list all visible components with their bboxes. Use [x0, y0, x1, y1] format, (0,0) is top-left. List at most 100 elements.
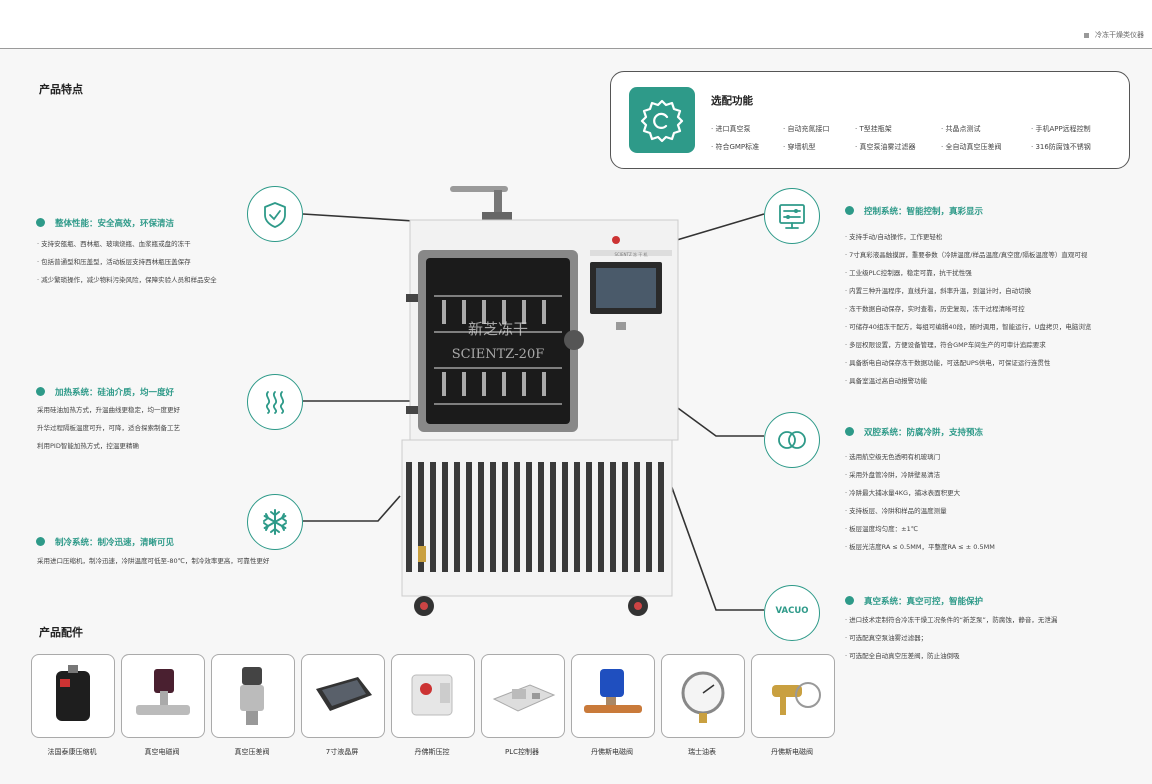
feature-line: · 支持安瓿瓶、西林瓶、玻璃烧瓶、血浆瓶或盘的冻干 — [37, 240, 191, 248]
feature-line: · 多层权限设置，方便设备管理，符合GMP车间生产的可审计追踪要求 — [845, 341, 1046, 349]
feature-line: · 减少繁琐操作，减少物料污染风险，保障实验人员和样品安全 — [37, 276, 217, 284]
compressor-image — [31, 654, 115, 738]
monitor-settings-icon — [764, 188, 820, 244]
options-panel: 选配功能 · 进口真空泵 · 自动充氮接口 · T型挂瓶架 · 共晶点测试 · … — [610, 71, 1130, 169]
feature-line: · 可选配真空泵油雾过滤器； — [845, 634, 928, 642]
feature-line: · 工业级PLC控制器，稳定可靠，抗干扰性强 — [845, 269, 972, 277]
feature-line: 利用PID智能加热方式，控温更精确 — [37, 442, 139, 450]
accessory-item: PLC控制器 — [481, 654, 565, 757]
category-label: 冷冻干燥类仪器 — [1095, 31, 1144, 39]
bullet-dot-icon — [845, 596, 854, 605]
vacuum-icon: VACUO — [764, 585, 820, 641]
cooling-title: 制冷系统：制冷迅速，清晰可见 — [36, 536, 174, 548]
option-item: · 316防腐蚀不锈钢 — [1031, 143, 1091, 151]
options-list: · 进口真空泵 · 自动充氮接口 · T型挂瓶架 · 共晶点测试 · 手机APP… — [711, 124, 1121, 152]
heating-lines: 采用硅油加热方式，升温曲线更稳定，均一度更好 升华过程隔板温度可升，可降，适合探… — [37, 401, 180, 455]
shield-check-icon — [247, 186, 303, 242]
feature-line: 采用进口压缩机，制冷迅速，冷阱温度可低至-80℃，制冷效率更高，可靠性更好 — [37, 557, 270, 565]
plc-controller-image — [481, 654, 565, 738]
overall-lines: · 支持安瓿瓶、西林瓶、玻璃烧瓶、血浆瓶或盘的冻干 · 包括普通型和压盖型，活动… — [37, 235, 217, 289]
feature-line: · 进口技术定制符合冷冻干燥工况条件的“新芝泵”，防腐蚀，静音，无泄漏 — [845, 616, 1058, 624]
overall-title: 整体性能：安全高效，环保清洁 — [36, 217, 174, 229]
cooling-lines: 采用进口压缩机，制冷迅速，冷阱温度可低至-80℃，制冷效率更高，可靠性更好 — [37, 552, 269, 570]
freeze-dryer-image: 新芝冻干 SCIENTZ-20F SCIENTZ 冻 干 机 — [386, 182, 686, 622]
model-watermark: SCIENTZ-20F — [452, 347, 545, 362]
solenoid-valve-image — [571, 654, 655, 738]
feature-line: · 内置三种升温程序，直线升温，斜率升温，到温计时，自动切换 — [845, 287, 1032, 295]
accessories-heading: 产品配件 — [39, 626, 83, 639]
bullet-dot-icon — [36, 218, 45, 227]
feature-line: 采用硅油加热方式，升温曲线更稳定，均一度更好 — [37, 406, 180, 414]
option-item: · 全自动真空压差阀 — [941, 143, 1002, 151]
feature-line: · 冷阱最大捕冰量4KG，捕冰表面积更大 — [845, 489, 961, 497]
accessory-item: 法国泰康压缩机 — [31, 654, 115, 757]
accessory-item: 丹佛斯压控 — [391, 654, 475, 757]
bullet-dot-icon — [845, 427, 854, 436]
snowflake-icon — [247, 494, 303, 550]
accessory-item: 7寸液晶屏 — [301, 654, 385, 757]
pressure-control-image — [391, 654, 475, 738]
feature-line: · 具备断电自动保存冻干数据功能，可选配UPS供电，可保证运行连贯性 — [845, 359, 1051, 367]
vacuum-solenoid-image — [121, 654, 205, 738]
dual-title: 双腔系统：防腐冷阱，支持预冻 — [845, 426, 983, 438]
options-title: 选配功能 — [711, 95, 753, 107]
dual-lines: · 选用航空级无色透明有机玻璃门 · 采用外盘管冷阱，冷阱壁易清洁 · 冷阱最大… — [845, 448, 995, 556]
accessory-label: 真空电磁阀 — [144, 748, 180, 756]
category-tag: 冷冻干燥类仪器 — [1084, 30, 1144, 40]
option-item: · 符合GMP标准 — [711, 143, 760, 151]
feature-line: · 支持板层、冷阱和样品的温度测量 — [845, 507, 947, 515]
accessory-label: PLC控制器 — [504, 748, 539, 756]
dual-chamber-icon — [764, 412, 820, 468]
vacuum-title: 真空系统：真空可控，智能保护 — [845, 595, 983, 607]
accessory-label: 真空压差阀 — [234, 748, 270, 756]
feature-line: · 采用外盘管冷阱，冷阱壁易清洁 — [845, 471, 941, 479]
solenoid-valve-image — [751, 654, 835, 738]
panel-label: SCIENTZ 冻 干 机 — [614, 251, 647, 257]
control-lines: · 支持手动/自动操作，工作更轻松 · 7寸真彩液晶触摸屏，重要参数（冷阱温度/… — [845, 228, 1091, 390]
accessory-label: 瑞士油表 — [688, 748, 716, 756]
accessory-label: 法国泰康压缩机 — [47, 748, 97, 756]
heating-title: 加热系统：硅油介质，均一度好 — [36, 386, 174, 398]
option-item: · 自动充氮接口 — [783, 125, 830, 133]
accessory-label: 7寸液晶屏 — [325, 748, 359, 756]
accessory-item: 真空压差阀 — [211, 654, 295, 757]
vacuum-differential-valve-image — [211, 654, 295, 738]
accessory-item: 瑞士油表 — [661, 654, 745, 757]
gear-icon — [629, 87, 695, 153]
accessory-label: 丹佛斯压控 — [414, 748, 450, 756]
heat-waves-icon — [247, 374, 303, 430]
feature-line: · 板层温度均匀度：±1℃ — [845, 525, 919, 533]
feature-line: · 包括普通型和压盖型，活动板层支持西林瓶压盖保存 — [37, 258, 191, 266]
option-item: · 共晶点测试 — [941, 125, 981, 133]
option-item: · T型挂瓶架 — [855, 125, 892, 133]
feature-line: 升华过程隔板温度可升，可降，适合探索制备工艺 — [37, 424, 180, 432]
bullet-dot-icon — [36, 537, 45, 546]
feature-line: · 板层光洁度RA ≤ 0.5MM，平整度RA ≤ ± 0.5MM — [845, 543, 995, 551]
feature-line: · 冻干数据自动保存，实时查看，历史复现，冻干过程清晰可控 — [845, 305, 1025, 313]
feature-line: · 支持手动/自动操作，工作更轻松 — [845, 233, 943, 241]
control-title: 控制系统：智能控制，真彩显示 — [845, 205, 983, 217]
accessory-item: 真空电磁阀 — [121, 654, 205, 757]
option-item: · 进口真空泵 — [711, 125, 751, 133]
feature-line: · 可选配全自动真空压差阀，防止油倒吸 — [845, 652, 960, 660]
features-heading: 产品特点 — [39, 83, 83, 96]
vacuum-lines: · 进口技术定制符合冷冻干燥工况条件的“新芝泵”，防腐蚀，静音，无泄漏 · 可选… — [845, 611, 1057, 665]
oil-gauge-image — [661, 654, 745, 738]
top-bar: 冷冻干燥类仪器 — [0, 0, 1152, 49]
option-item: · 真空泵油雾过滤器 — [855, 143, 916, 151]
square-bullet-icon — [1084, 32, 1089, 38]
feature-line: · 选用航空级无色透明有机玻璃门 — [845, 453, 941, 461]
lcd-screen-image — [301, 654, 385, 738]
accessory-label: 丹佛斯电磁阀 — [591, 748, 633, 756]
accessory-item: 丹佛斯电磁阀 — [751, 654, 835, 757]
vacuum-icon-label: VACUO — [775, 606, 809, 616]
bullet-dot-icon — [845, 206, 854, 215]
accessory-item: 丹佛斯电磁阀 — [571, 654, 655, 757]
bullet-dot-icon — [36, 387, 45, 396]
brand-watermark: 新芝冻干 — [468, 320, 528, 338]
feature-line: · 可储存40组冻干配方，每组可编辑40段，随时调用，智能运行，U盘拷贝，电脑浏… — [845, 323, 1092, 331]
option-item: · 手机APP远程控制 — [1031, 125, 1091, 133]
accessory-label: 丹佛斯电磁阀 — [771, 748, 813, 756]
feature-line: · 具备室温过高自动报警功能 — [845, 377, 928, 385]
feature-line: · 7寸真彩液晶触摸屏，重要参数（冷阱温度/样品温度/真空度/隔板温度等）直观可… — [845, 251, 1088, 259]
